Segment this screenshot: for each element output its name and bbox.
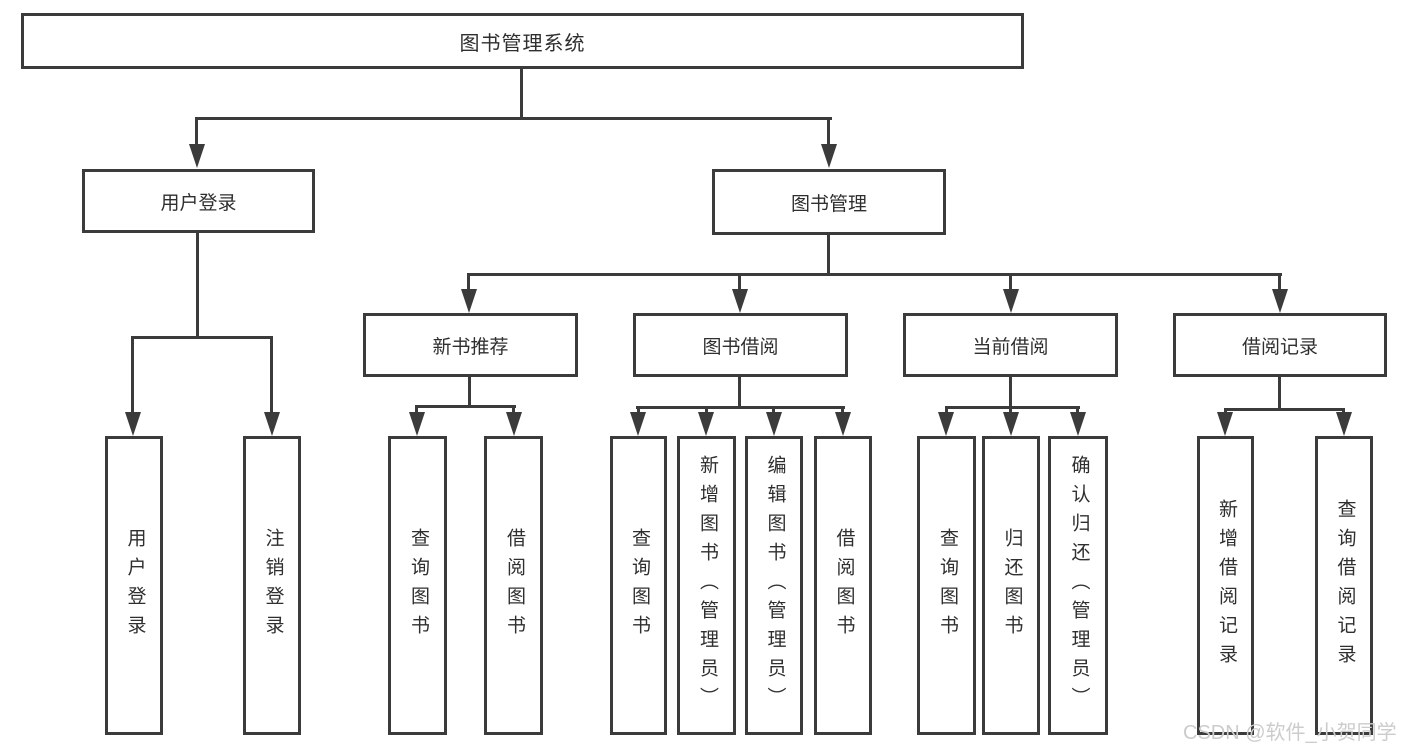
node-label: 确认归还（管理员）: [1068, 455, 1090, 716]
leaf-confirm-return-admin: 确认归还（管理员）: [1048, 436, 1108, 735]
connector-line: [1076, 406, 1079, 412]
connector-line: [841, 406, 844, 412]
leaf-query-borrowing-record: 查询借阅记录: [1315, 436, 1373, 735]
arrow-down-icon: [264, 412, 280, 436]
leaf-user-login: 用户登录: [105, 436, 163, 735]
node-label: 图书管理: [790, 193, 867, 215]
leaf-query-books: 查询图书: [917, 436, 976, 735]
connector-line: [1009, 377, 1012, 406]
node-borrowing-records: 借阅记录: [1173, 313, 1387, 377]
connector-line: [827, 235, 830, 273]
connector-line: [270, 336, 273, 412]
connector-line: [1224, 408, 1227, 412]
node-label: 新增借阅记录: [1215, 498, 1237, 673]
leaf-borrow-book: 借阅图书: [814, 436, 872, 735]
connector-line: [636, 406, 845, 409]
leaf-add-borrowing-record: 新增借阅记录: [1197, 436, 1254, 735]
connector-line: [705, 406, 708, 412]
node-label: 图书管理系统: [459, 32, 586, 55]
leaf-return-book: 归还图书: [982, 436, 1040, 735]
node-label: 新增图书（管理员）: [696, 455, 718, 716]
arrow-down-icon: [125, 412, 141, 436]
node-user-login: 用户登录: [82, 169, 315, 233]
node-label: 编辑图书（管理员）: [764, 455, 786, 716]
node-label: 借阅图书: [503, 527, 525, 644]
connector-line: [468, 377, 471, 405]
connector-line: [1009, 273, 1012, 289]
connector-line: [196, 117, 832, 120]
node-library-management-system: 图书管理系统: [21, 13, 1024, 69]
connector-line: [132, 336, 273, 339]
connector-line: [520, 69, 523, 117]
node-label: 借阅记录: [1241, 336, 1318, 358]
node-label: 用户登录: [160, 192, 237, 214]
arrow-down-icon: [1003, 289, 1019, 313]
node-label: 查询图书: [936, 527, 958, 644]
node-label: 图书借阅: [702, 336, 779, 358]
node-new-book-recommendation: 新书推荐: [363, 313, 578, 377]
csdn-watermark: CSDN @软件_小贺同学: [1183, 722, 1397, 744]
arrow-down-icon: [766, 412, 782, 436]
node-label: 当前借阅: [972, 336, 1049, 358]
arrow-down-icon: [409, 412, 425, 436]
node-book-borrowing: 图书借阅: [633, 313, 848, 377]
leaf-borrow-book: 借阅图书: [484, 436, 543, 735]
arrow-down-icon: [506, 412, 522, 436]
connector-line: [637, 406, 640, 412]
connector-line: [945, 406, 948, 412]
connector-line: [195, 117, 198, 144]
arrow-down-icon: [1003, 412, 1019, 436]
connector-line: [738, 377, 741, 406]
connector-line: [1342, 408, 1345, 412]
connector-line: [131, 336, 134, 412]
arrow-down-icon: [189, 144, 205, 168]
node-label: 新书推荐: [432, 336, 509, 358]
node-label: 查询借阅记录: [1334, 498, 1356, 673]
connector-line: [415, 405, 418, 412]
node-label: 归还图书: [1001, 527, 1023, 644]
connector-line: [467, 273, 470, 289]
node-label: 注销登录: [262, 527, 284, 644]
leaf-add-book-admin: 新增图书（管理员）: [677, 436, 736, 735]
arrow-down-icon: [821, 144, 837, 168]
leaf-edit-book-admin: 编辑图书（管理员）: [745, 436, 803, 735]
connector-line: [468, 273, 1282, 276]
connector-line: [827, 117, 830, 144]
node-label: 借阅图书: [833, 527, 855, 644]
leaf-logout: 注销登录: [243, 436, 301, 735]
node-current-borrowing: 当前借阅: [903, 313, 1118, 377]
connector-line: [772, 406, 775, 412]
arrow-down-icon: [1217, 412, 1233, 436]
node-label: 查询图书: [628, 527, 650, 644]
arrow-down-icon: [461, 289, 477, 313]
arrow-down-icon: [1272, 289, 1288, 313]
connector-line: [512, 405, 515, 412]
leaf-query-books: 查询图书: [610, 436, 667, 735]
connector-line: [945, 406, 1080, 409]
arrow-down-icon: [732, 289, 748, 313]
leaf-query-books: 查询图书: [388, 436, 447, 735]
arrow-down-icon: [1336, 412, 1352, 436]
connector-line: [415, 405, 516, 408]
node-label: 查询图书: [407, 527, 429, 644]
arrow-down-icon: [698, 412, 714, 436]
connector-line: [1224, 408, 1345, 411]
connector-line: [1009, 406, 1012, 412]
connector-line: [1278, 273, 1281, 289]
arrow-down-icon: [835, 412, 851, 436]
connector-line: [738, 273, 741, 289]
connector-line: [196, 233, 199, 336]
arrow-down-icon: [630, 412, 646, 436]
connector-line: [1278, 377, 1281, 408]
arrow-down-icon: [1070, 412, 1086, 436]
arrow-down-icon: [938, 412, 954, 436]
node-book-management: 图书管理: [712, 169, 946, 235]
node-label: 用户登录: [124, 527, 146, 644]
